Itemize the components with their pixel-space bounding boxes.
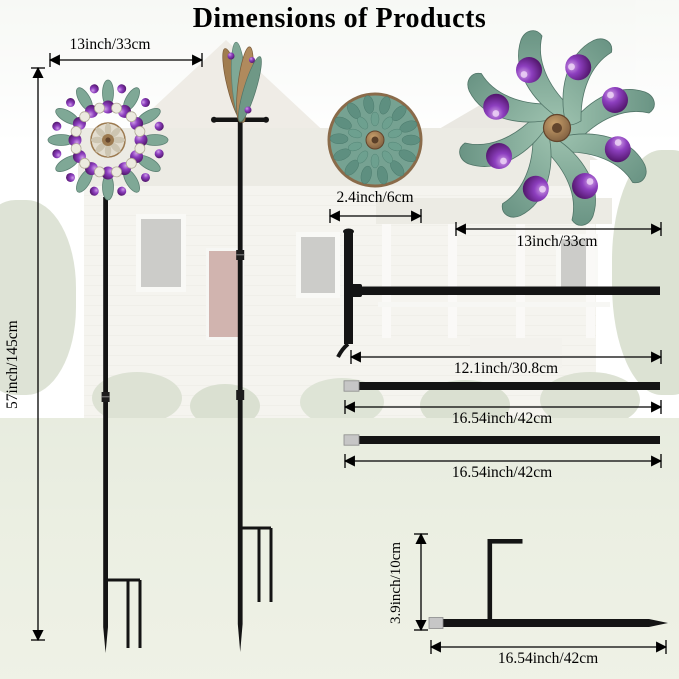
- page-title: Dimensions of Products: [192, 3, 487, 34]
- background-porch-rail: [378, 302, 610, 307]
- dim-label-lower-rod-length: 16.54inch/42cm: [451, 464, 553, 481]
- background-porch-post: [516, 224, 525, 338]
- background-bush: [540, 372, 640, 428]
- dimension-lines: [31, 53, 668, 654]
- dim-label-right-spinner-width: 13inch/33cm: [516, 233, 598, 250]
- left-spinner-pole: [101, 197, 142, 653]
- background-window: [136, 214, 186, 292]
- background-porch-post: [448, 224, 457, 338]
- middle-rod: [343, 380, 660, 392]
- flower-medallion: [327, 92, 423, 188]
- dim-label-ground-stake-height: 3.9inch/10cm: [388, 541, 404, 625]
- left-wind-spinner: [47, 79, 169, 201]
- ground-stake: [428, 539, 668, 629]
- right-wind-spinner-wheel: [458, 29, 656, 227]
- dim-label-connector-rod-length: 12.1inch/30.8cm: [453, 360, 559, 377]
- background-bush: [190, 384, 260, 428]
- connector-rod: [336, 228, 660, 358]
- dim-label-left-spinner-width: 13inch/33cm: [69, 36, 151, 53]
- background-porch-post: [382, 224, 391, 338]
- dim-label-ground-stake-length: 16.54inch/42cm: [497, 650, 599, 667]
- dim-label-pole-height: 57inch/145cm: [4, 320, 21, 409]
- dim-label-medallion-diameter: 2.4inch/6cm: [336, 189, 414, 206]
- background-window: [296, 232, 340, 298]
- ground-fork: [242, 526, 273, 602]
- background-door: [206, 248, 244, 340]
- side-spinner-pole: [211, 116, 273, 652]
- background-porch-post: [586, 224, 595, 338]
- side-view-spinner-leaves: [222, 41, 262, 123]
- lower-rod: [343, 434, 660, 446]
- dim-label-middle-rod-length: 16.54inch/42cm: [451, 410, 553, 427]
- ground-fork: [107, 578, 142, 648]
